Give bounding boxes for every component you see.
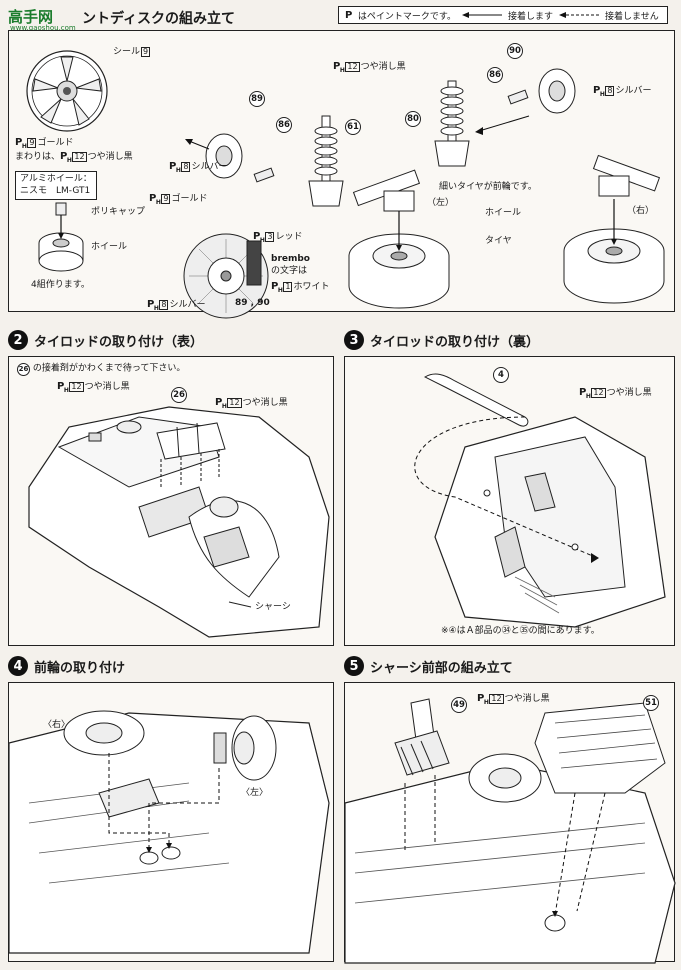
- step2-note: 26 の接着剤がかわくまで待って下さい。: [17, 363, 185, 376]
- brembo-line2: の文字は: [271, 266, 308, 276]
- step3-drawing: [414, 373, 666, 628]
- arrow-solid-icon: [461, 12, 502, 18]
- site-logo: 高手网 www.gaoshou.com: [4, 4, 80, 32]
- paint-mark-icon: P: [345, 9, 352, 21]
- part-86b-badge: 86: [487, 67, 503, 83]
- step4-left-label: 〈左〉: [241, 788, 269, 798]
- wheel2-label: ホイール: [485, 208, 522, 218]
- step2-heading: 2 タイロッドの取り付け（表）: [8, 330, 203, 350]
- step3-heading: 3 タイロッドの取り付け（裏）: [344, 330, 539, 350]
- legend-paint: はペイントマークです。: [357, 11, 456, 22]
- right-label: （右）: [627, 206, 655, 216]
- chassis-label: シャーシ: [255, 602, 291, 612]
- legend-box: P はペイントマークです。 接着します 接着しません: [338, 6, 668, 24]
- wheel-label: ホイール: [91, 242, 128, 252]
- step2-title: タイロッドの取り付け（表）: [34, 334, 204, 350]
- step4-right-label: 〈右〉: [43, 720, 71, 730]
- part-49-badge: 49: [451, 697, 467, 713]
- part-89-badge: 89: [249, 91, 265, 107]
- step5-title: シャーシ前部の組み立て: [370, 660, 513, 676]
- step4-number: 4: [8, 656, 28, 676]
- part-26-badge: 26: [171, 387, 187, 403]
- parts-89-90-label: 89 , 90: [235, 298, 270, 308]
- step4-drawing: [8, 710, 330, 954]
- tire-label: タイヤ: [485, 236, 512, 246]
- legend-glue: 接着します: [507, 11, 553, 22]
- step4-title: 前輪の取り付け: [34, 660, 126, 676]
- step3-title: タイロッドの取り付け（裏）: [370, 334, 540, 350]
- part-51-badge: 51: [643, 695, 659, 711]
- part-80-badge: 80: [405, 111, 421, 127]
- step4-panel: 〈右〉 〈左〉: [8, 682, 334, 962]
- part-4-badge: 4: [493, 367, 509, 383]
- step3-footnote: ※④はＡ部品の㉞と㉟の間にあります。: [441, 626, 600, 636]
- logo-subtext: www.gaoshou.com: [10, 24, 76, 32]
- arrow-dashed-icon: [558, 12, 599, 18]
- part-61-badge: 61: [345, 119, 361, 135]
- part-90-badge: 90: [507, 43, 523, 59]
- step2-drawing: [28, 406, 330, 638]
- left-label: （左）: [427, 198, 455, 208]
- logo-text: 高手网: [8, 8, 54, 26]
- four-sets-label: 4組作ります。: [31, 280, 90, 290]
- thin-tire-note: 細いタイヤが前輪です。: [439, 182, 537, 192]
- part-86-badge: 86: [276, 117, 292, 133]
- step5-drawing: [344, 698, 676, 964]
- page-title: ントディスクの組み立て: [82, 11, 236, 27]
- polycap-label: ポリキャップ: [91, 207, 146, 217]
- step2-number: 2: [8, 330, 28, 350]
- step4-heading: 4 前輪の取り付け: [8, 656, 125, 676]
- legend-noglue: 接着しません: [604, 11, 659, 22]
- step5-number: 5: [344, 656, 364, 676]
- step3-number: 3: [344, 330, 364, 350]
- aluminium-wheel-box: アルミホイール： ニスモ LM-GT1: [15, 171, 97, 201]
- brembo-label: brembo: [271, 254, 310, 264]
- step5-heading: 5 シャーシ前部の組み立て: [344, 656, 513, 676]
- step1-drawing: [26, 50, 665, 319]
